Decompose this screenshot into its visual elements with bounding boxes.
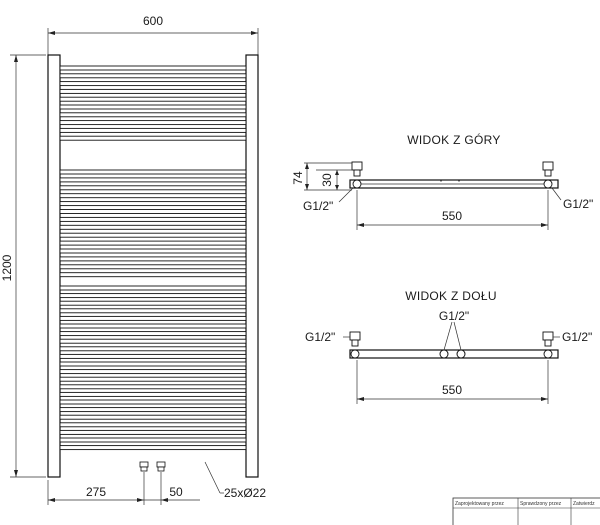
title-block: Zaprojektowany przez Sprawdzony przez Za… bbox=[452, 497, 600, 525]
radiator-tube bbox=[59, 391, 247, 397]
radiator-tube bbox=[59, 323, 247, 329]
radiator-tube bbox=[59, 127, 247, 133]
radiator-tube bbox=[59, 169, 247, 175]
radiator-tube bbox=[59, 65, 247, 71]
radiator-tube bbox=[59, 232, 247, 238]
radiator-tube bbox=[59, 185, 247, 191]
radiator-tube bbox=[59, 272, 247, 278]
right-collector bbox=[245, 54, 259, 478]
bottom-center-connectors bbox=[439, 349, 466, 359]
radiator-tube bbox=[59, 88, 247, 94]
radiator-tube bbox=[59, 216, 247, 222]
pipe-dimension-label: 30 bbox=[320, 173, 334, 187]
width-dimension-label: 600 bbox=[143, 14, 163, 28]
radiator-tube bbox=[59, 240, 247, 246]
depth-dimension-label: 74 bbox=[291, 171, 305, 185]
radiator-tube bbox=[59, 224, 247, 230]
radiator-tube bbox=[59, 429, 247, 435]
approved-by-label: Zatwierdz bbox=[573, 501, 595, 507]
radiator-tube bbox=[59, 331, 247, 337]
radiator-tube bbox=[59, 120, 247, 126]
radiator-tube bbox=[59, 376, 247, 382]
bottom-view-title: WIDOK Z DOŁU bbox=[405, 289, 497, 303]
top-left-connector-label: G1/2" bbox=[303, 199, 333, 213]
radiator-tube bbox=[59, 361, 247, 367]
radiator-tube bbox=[59, 209, 247, 214]
radiator-tube bbox=[59, 104, 247, 110]
bottom-length-dimension-label: 550 bbox=[442, 383, 462, 397]
radiator-tube bbox=[59, 256, 247, 262]
radiator-tube bbox=[59, 285, 247, 291]
radiator-tube bbox=[59, 369, 247, 375]
radiator-tube bbox=[59, 73, 247, 79]
radiator-tube bbox=[59, 135, 247, 141]
spacing-dimension-label: 50 bbox=[169, 485, 183, 499]
radiator-tube bbox=[59, 201, 247, 207]
offset-dimension-label: 275 bbox=[86, 485, 106, 499]
top-left-connector bbox=[351, 161, 363, 189]
radiator-tube bbox=[59, 264, 247, 270]
bottom-left-connector bbox=[349, 331, 361, 359]
radiator-tube bbox=[59, 422, 247, 428]
radiator-tube bbox=[59, 353, 247, 359]
radiator-tube bbox=[59, 81, 247, 87]
radiator-tube bbox=[59, 414, 247, 420]
top-view: WIDOK Z GÓRY 74 30 G1/2" bbox=[291, 132, 593, 230]
left-collector bbox=[47, 54, 61, 478]
top-right-connector bbox=[542, 161, 554, 189]
radiator-tube bbox=[59, 96, 247, 102]
radiator-tube bbox=[59, 384, 247, 390]
radiator-tube bbox=[59, 112, 247, 118]
top-right-connector-label: G1/2" bbox=[563, 197, 593, 211]
bottom-view: WIDOK Z DOŁU G1/2" G1/2" G1/2" bbox=[305, 289, 592, 404]
radiator-tube bbox=[59, 300, 247, 306]
bottom-right-connector bbox=[542, 331, 554, 359]
radiator-tubes bbox=[59, 65, 247, 451]
bottom-valve-right bbox=[156, 461, 166, 472]
bottom-valve-left bbox=[139, 461, 149, 472]
radiator-tube bbox=[59, 177, 247, 183]
radiator-tube bbox=[59, 193, 247, 199]
radiator-tube bbox=[59, 437, 247, 443]
height-dimension-label: 1200 bbox=[0, 254, 14, 281]
designed-by-label: Zaprojektowany przez bbox=[455, 501, 504, 507]
front-view: 600 1200 275 50 bbox=[0, 14, 266, 505]
checked-by-label: Sprawdzony przez bbox=[520, 501, 562, 507]
radiator-tube bbox=[59, 308, 247, 314]
tubes-callout-label: 25xØ22 bbox=[224, 486, 266, 500]
radiator-tube bbox=[59, 346, 247, 352]
bottom-left-connector-label: G1/2" bbox=[305, 330, 335, 344]
radiator-tube bbox=[59, 338, 247, 344]
top-length-dimension-label: 550 bbox=[442, 209, 462, 223]
radiator-tube bbox=[59, 293, 247, 299]
bottom-right-connector-label: G1/2" bbox=[562, 330, 592, 344]
top-view-title: WIDOK Z GÓRY bbox=[407, 132, 500, 147]
radiator-tube bbox=[59, 407, 247, 413]
radiator-tube bbox=[59, 315, 247, 321]
bottom-center-connector-label: G1/2" bbox=[439, 309, 469, 323]
radiator-tube bbox=[59, 399, 247, 405]
radiator-tube bbox=[59, 248, 247, 254]
radiator-tube bbox=[59, 445, 247, 451]
